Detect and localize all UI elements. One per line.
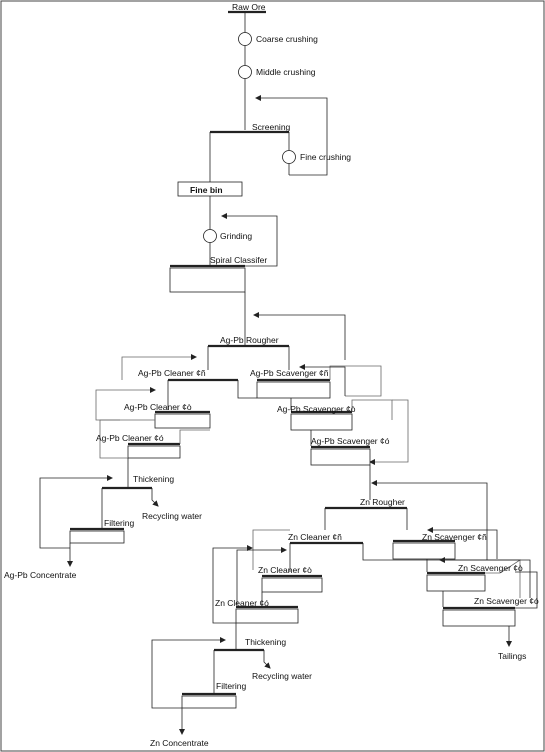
agpb-scavenger2-loop: [351, 399, 393, 420]
zn-cleaner3-label: Zn Cleaner ¢ó: [215, 598, 269, 608]
middle-crushing-circle: [238, 65, 252, 79]
agpb-cleaner2-box: [154, 413, 211, 429]
filtering1-return-arrow: [39, 475, 113, 549]
fine-crushing-return-arrow: [255, 95, 328, 176]
agpb-scavenger2-box: [290, 413, 353, 431]
fine-bin-label: Fine bin: [190, 185, 223, 195]
spiral-classifier-box: [169, 267, 246, 293]
middle-crushing-label: Middle crushing: [256, 67, 316, 77]
filtering2-return-arrow: [151, 637, 226, 709]
agpb-scavenger3-box: [310, 448, 371, 466]
zn-scavenger1-box: [392, 542, 456, 560]
fine-crushing-circle: [282, 150, 296, 164]
zn-scavenger2-label: Zn Scavenger ¢ò: [458, 563, 523, 573]
agpb-scavenger3-label: Ag-Pb Scavenger ¢ó: [311, 436, 390, 446]
zn-rougher-label: Zn Rougher: [360, 497, 405, 507]
filtering2-label: Filtering: [216, 681, 247, 691]
agpb-scavenger1-return-arrow: [299, 364, 346, 396]
zn-scavenger1-label: Zn Scavenger ¢ñ: [422, 532, 487, 542]
agpb-cleaner1-label: Ag-Pb Cleaner ¢ñ: [138, 368, 206, 378]
agpb-cleaner3-box: [127, 445, 181, 459]
agpb-rougher-feed-return-arrow: [253, 312, 346, 360]
zn-scavenger2-return-arrow: [439, 557, 531, 598]
thickening1-label: Thickening: [133, 474, 174, 484]
filtering1-box: [69, 530, 125, 544]
spiral-classifier-label: Spiral Classifer: [210, 255, 267, 265]
recycling-water1-label: Recycling water: [142, 511, 202, 521]
tailings-label: Tailings: [498, 651, 526, 661]
zn-cleaner3-return-arrow: [212, 545, 253, 624]
agpb-scavenger1-loop: [329, 365, 382, 397]
screening-label: Screening: [252, 122, 291, 132]
agpb-cleaner3-tail-line: [179, 429, 210, 444]
zn-cleaner3-box: [235, 608, 299, 624]
recycling-water1-arrow: [151, 488, 159, 507]
zn-cleaner1-return-line: [252, 529, 290, 570]
zn-scavenger2-loop: [485, 559, 521, 598]
zn-cleaner2-return-arrow: [236, 547, 287, 605]
zn-scavenger2-box: [426, 574, 486, 592]
agpb-rougher-label: Ag-Pb Rougher: [220, 335, 279, 345]
zn-cleaner2-box: [261, 577, 323, 593]
fine-crushing-label: Fine crushing: [300, 152, 351, 162]
raw-ore-label: Raw Ore: [232, 2, 266, 12]
agpb-scavenger1-label: Ag-Pb Scavenger ¢ñ: [250, 368, 329, 378]
zn-scavenger1-return-arrow: [427, 527, 498, 559]
zn-scavenger3-box: [442, 609, 516, 627]
agpb-scavenger1-box: [256, 381, 331, 399]
agpb-scavenger2-label: Ag-Pb Scavenger ¢ò: [277, 404, 356, 414]
agpb-cleaner1-tail-line: [237, 380, 257, 399]
classifier-return-arrow: [221, 213, 278, 267]
filtering1-label: Filtering: [104, 518, 135, 528]
agpb-cleaner3-loop: [99, 419, 155, 459]
zn-rougher-return-arrow: [371, 480, 488, 560]
coarse-crushing-label: Coarse crushing: [256, 34, 318, 44]
recycling-water2-arrow: [263, 650, 271, 669]
agpb-concentrate-label: Ag-Pb Concentrate: [4, 570, 77, 580]
grinding-label: Grinding: [220, 231, 252, 241]
recycling-water2-label: Recycling water: [252, 671, 312, 681]
zn-scavenger3-label: Zn Scavenger ¢ó: [474, 596, 539, 606]
zn-cleaner1-label: Zn Cleaner ¢ñ: [288, 532, 342, 542]
coarse-crushing-circle: [238, 32, 252, 46]
zn-concentrate-label: Zn Concentrate: [150, 738, 209, 748]
zn-scavenger3-return-line: [515, 571, 538, 609]
filtering2-box: [181, 695, 237, 709]
zn-cleaner2-label: Zn Cleaner ¢ò: [258, 565, 312, 575]
thickening2-label: Thickening: [245, 637, 286, 647]
agpb-scavenger3-return-arrow: [369, 399, 409, 465]
agpb-cleaner2-label: Ag-Pb Cleaner ¢ò: [124, 402, 192, 412]
grinding-circle: [203, 229, 217, 243]
agpb-cleaner3-label: Ag-Pb Cleaner ¢ó: [96, 433, 164, 443]
agpb-cleaner1-return-arrow: [121, 354, 197, 380]
